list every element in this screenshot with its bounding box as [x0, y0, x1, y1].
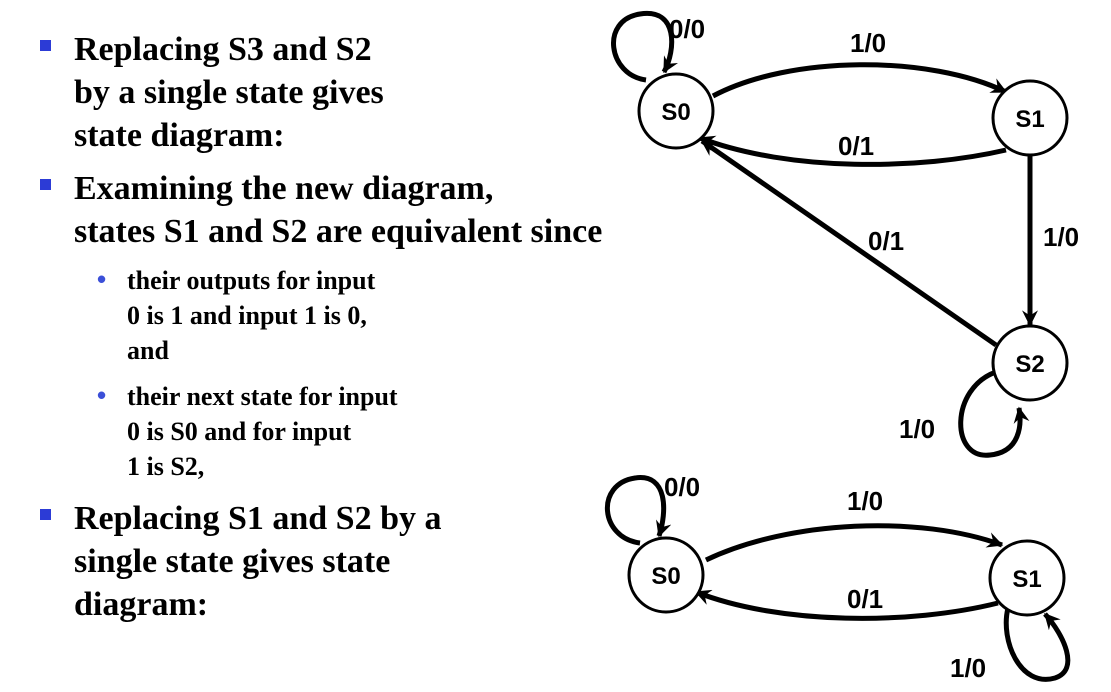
bullet-1-line-3: state diagram: — [74, 117, 285, 154]
sub-bullet-2-line-3: 1 is S2, — [127, 452, 205, 481]
edge-s0-s1-top — [711, 62, 1008, 99]
states-top — [637, 72, 1069, 402]
bullet-1-line-1: Replacing S3 and S2 — [74, 31, 372, 68]
edge-label-s1-s0-top: 0/1 — [838, 131, 874, 161]
state-s2-top — [991, 324, 1069, 402]
bullet-square-icon — [40, 509, 51, 520]
state-s0-top — [637, 72, 715, 150]
sub-bullet-1-line-2: 0 is 1 and input 1 is 0, — [127, 301, 367, 330]
edge-s0-self-top — [611, 11, 679, 83]
diagram-bottom — [605, 475, 1071, 682]
sub-bullet-1: • their outputs for input 0 is 1 and inp… — [97, 263, 376, 368]
bullet-square-icon — [40, 40, 51, 51]
bullet-2-line-2: states S1 and S2 are equivalent since — [74, 213, 603, 250]
edge-label-s1-self-bottom: 1/0 — [950, 653, 986, 683]
bullet-1: Replacing S3 and S2 by a single state gi… — [40, 28, 384, 157]
edge-s1-s0-bottom — [694, 589, 999, 621]
edge-label-s1-s2-top: 1/0 — [1043, 222, 1079, 252]
sub-bullet-2-line-2: 0 is S0 and for input — [127, 417, 352, 446]
slide-text: Replacing S3 and S2 by a single state gi… — [40, 28, 603, 626]
edge-label-s0-self-top: 0/0 — [669, 14, 705, 44]
state-s1-bottom — [988, 539, 1066, 617]
state-label-s0-bottom: S0 — [651, 563, 680, 590]
sub-bullet-1-line-3: and — [127, 336, 169, 365]
bullet-3-line-1: Replacing S1 and S2 by a — [74, 500, 442, 537]
state-label-s2-top: S2 — [1015, 351, 1044, 378]
sub-bullet-2: • their next state for input 0 is S0 and… — [97, 379, 398, 484]
bullet-dot-icon: • — [97, 264, 107, 294]
edge-s1-s0-top — [698, 135, 1007, 167]
sub-bullet-1-line-1: their outputs for input — [127, 266, 376, 295]
edge-label-s2-s0-top: 0/1 — [868, 226, 904, 256]
bullet-3-line-3: diagram: — [74, 586, 209, 623]
bullet-dot-icon: • — [97, 380, 107, 410]
states-bottom — [627, 536, 1066, 617]
bullet-2-line-1: Examining the new diagram, — [74, 170, 494, 207]
bullet-1-line-2: by a single state gives — [74, 74, 384, 111]
edge-label-s0-self-bottom: 0/0 — [664, 472, 700, 502]
edge-s0-self-bottom — [605, 475, 672, 546]
state-s0-bottom — [627, 536, 705, 614]
bullet-2: Examining the new diagram, states S1 and… — [40, 167, 603, 253]
sub-bullet-2-line-1: their next state for input — [127, 382, 398, 411]
diagram-top — [611, 11, 1038, 458]
edge-label-s0-s1-bottom: 1/0 — [847, 486, 883, 516]
state-label-s0-top: S0 — [661, 99, 690, 126]
edge-s0-s1-bottom — [704, 523, 1004, 563]
edge-label-s0-s1-top: 1/0 — [850, 28, 886, 58]
state-label-s1-bottom: S1 — [1012, 566, 1041, 593]
edge-s2-s0-top — [700, 138, 998, 348]
bullet-3-line-2: single state gives state — [74, 543, 391, 580]
edge-s1-self-bottom — [1003, 607, 1071, 682]
bullet-3: Replacing S1 and S2 by a single state gi… — [40, 497, 442, 626]
state-label-s1-top: S1 — [1015, 106, 1044, 133]
bullet-square-icon — [40, 179, 51, 190]
edge-s2-self-top — [958, 369, 1030, 458]
edge-label-s1-s0-bottom: 0/1 — [847, 584, 883, 614]
edge-label-s2-self-top: 1/0 — [899, 414, 935, 444]
state-s1-top — [991, 79, 1069, 157]
